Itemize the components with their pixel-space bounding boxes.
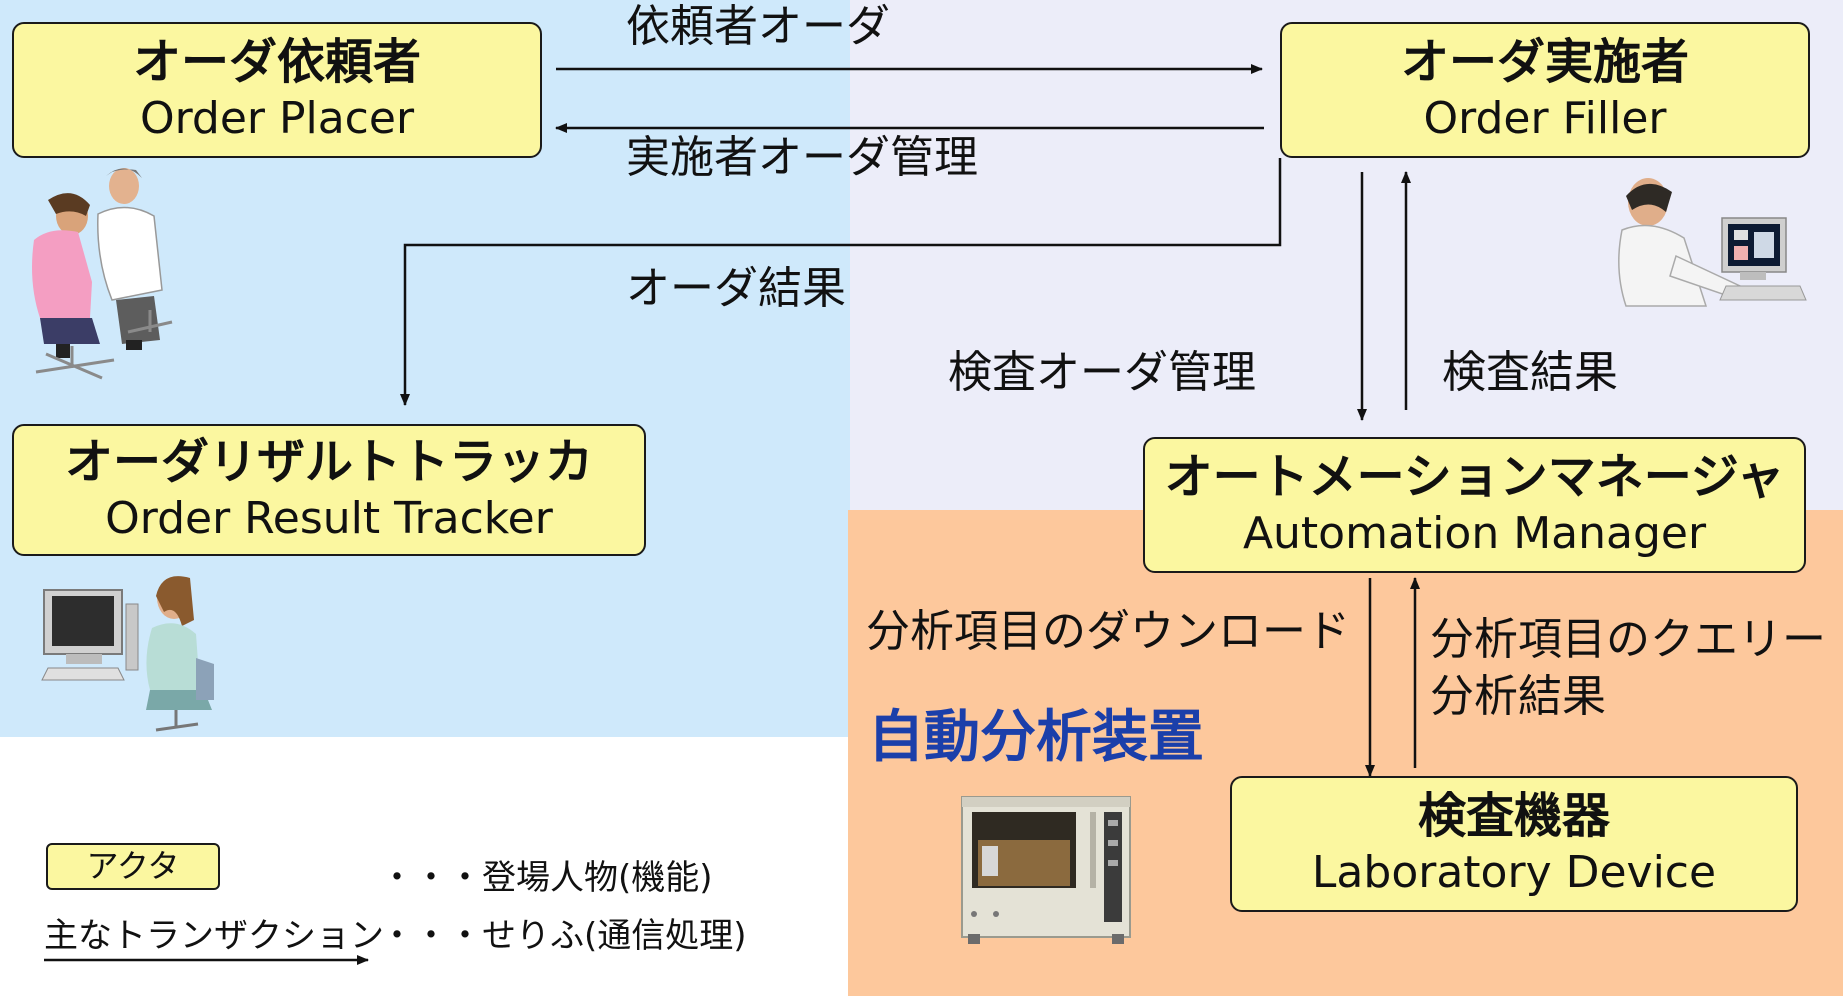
- legend-transaction-label: 主なトランザクション: [44, 916, 384, 956]
- actor-automation-manager-jp: オートメーションマネージャ: [1164, 449, 1785, 505]
- transaction-filler-order-management: 実施者オーダ管理: [626, 132, 978, 183]
- transaction-test-order-management: 検査オーダ管理: [948, 347, 1256, 398]
- actor-order-result-tracker-en: Order Result Tracker: [105, 493, 553, 544]
- actor-order-placer-jp: オーダ依頼者: [132, 34, 421, 90]
- actor-order-filler-jp: オーダ実施者: [1400, 34, 1689, 90]
- legend-actor-description: ・・・登場人物(機能): [380, 858, 713, 898]
- actor-automation-manager-en: Automation Manager: [1242, 508, 1707, 559]
- actor-laboratory-device-jp: 検査機器: [1417, 788, 1610, 844]
- actor-order-placer-en: Order Placer: [139, 93, 415, 144]
- transaction-query-items: 分析項目のクエリー: [1430, 614, 1826, 665]
- legend-transaction-description: ・・・せりふ(通信処理): [380, 916, 747, 956]
- analyzer-region-title: 自動分析装置: [868, 705, 1204, 770]
- transaction-order-result: オーダ結果: [626, 263, 846, 314]
- doctor-patient-illustration: [32, 168, 173, 380]
- office-worker-computer-illustration: [41, 576, 214, 732]
- actor-automation-manager: オートメーションマネージャ Automation Manager: [1143, 437, 1806, 573]
- transaction-test-result: 検査結果: [1442, 347, 1618, 398]
- legend-actor-box: アクタ: [46, 843, 220, 890]
- actor-order-result-tracker: オーダリザルトトラッカ Order Result Tracker: [12, 424, 646, 556]
- analyzer-machine-illustration: [961, 796, 1131, 944]
- actor-laboratory-device-en: Laboratory Device: [1311, 847, 1717, 898]
- actor-laboratory-device: 検査機器 Laboratory Device: [1230, 776, 1798, 912]
- transaction-analysis-result: 分析結果: [1430, 671, 1606, 722]
- actor-order-result-tracker-jp: オーダリザルトトラッカ: [64, 434, 593, 490]
- actor-order-placer: オーダ依頼者 Order Placer: [12, 22, 542, 158]
- actor-order-filler-en: Order Filler: [1423, 93, 1667, 144]
- arrow-filler-to-tracker: [400, 158, 1282, 406]
- lab-technician-computer-illustration: [1618, 178, 1807, 307]
- transaction-download-items: 分析項目のダウンロード: [866, 606, 1350, 657]
- actor-order-filler: オーダ実施者 Order Filler: [1280, 22, 1810, 158]
- transaction-placer-order: 依頼者オーダ: [626, 1, 890, 52]
